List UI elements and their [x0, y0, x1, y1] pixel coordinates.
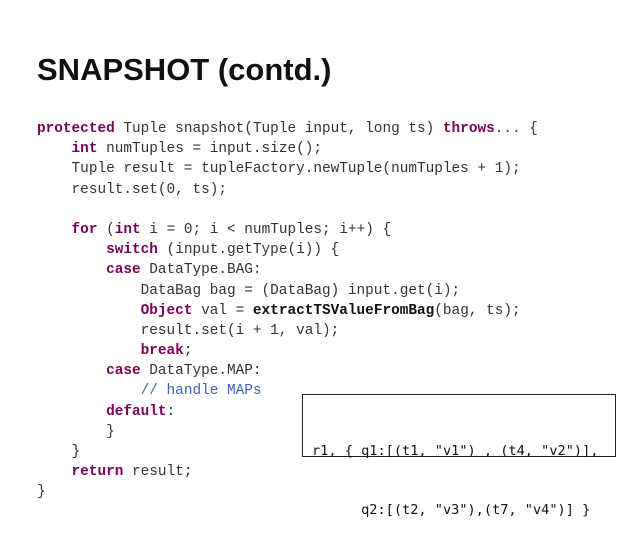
code-token [37, 303, 141, 319]
code-line: result.set(i + 1, val); [37, 321, 538, 341]
slide-title: SNAPSHOT (contd.) [37, 52, 332, 87]
code-token: numTuples = input.size(); [97, 141, 322, 158]
code-line: int numTuples = input.size(); [37, 139, 538, 159]
code-token: protected [37, 121, 115, 137]
code-block: protected Tuple snapshot(Tuple input, lo… [37, 119, 538, 503]
code-line: case DataType.MAP: [37, 361, 538, 381]
code-token: (input.getType(i)) { [157, 242, 340, 259]
code-token: DataType.MAP: [140, 363, 262, 380]
code-token: result.set(i + 1, val); [37, 322, 340, 339]
code-token: Object [140, 302, 193, 319]
code-token: result; [123, 464, 193, 481]
code-token: break [140, 343, 184, 360]
code-token: Tuple snapshot(Tuple input, long ts) [114, 121, 443, 137]
code-token: result.set(0, ts); [37, 181, 227, 198]
code-line: switch (input.getType(i)) { [37, 240, 538, 260]
code-line: return result; [37, 462, 538, 482]
code-line: } [37, 442, 538, 462]
code-token: val = [192, 302, 253, 319]
code-line: Tuple result = tupleFactory.newTuple(num… [37, 159, 538, 179]
code-line: default: [37, 402, 538, 422]
code-line: } [37, 422, 538, 442]
code-token: return [71, 464, 124, 481]
code-token: // handle MAPs [140, 383, 262, 400]
code-token [37, 262, 106, 278]
code-token: extractTSValueFromBag [252, 302, 435, 319]
code-token: DataBag bag = (DataBag) input.get(i); [37, 282, 461, 299]
code-line: result.set(0, ts); [37, 180, 538, 200]
code-line: Object val = extractTSValueFromBag(bag, … [37, 301, 538, 321]
code-token [37, 242, 106, 258]
code-token: int [71, 141, 98, 158]
code-line: for (int i = 0; i < numTuples; i++) { [37, 220, 538, 240]
code-token [37, 363, 106, 379]
code-line: protected Tuple snapshot(Tuple input, lo… [37, 119, 538, 139]
code-line: break; [37, 341, 538, 361]
code-token [37, 222, 72, 238]
code-token [37, 404, 106, 420]
code-token: ( [97, 221, 115, 238]
code-token: } [37, 484, 46, 501]
code-line: case DataType.BAG: [37, 260, 538, 280]
code-token: DataType.BAG: [140, 262, 262, 279]
code-token: ; [183, 343, 193, 360]
code-token: default [106, 403, 167, 420]
code-token: } [37, 444, 81, 460]
code-token: i = 0; i < numTuples; i++) { [140, 221, 392, 238]
code-token [37, 343, 141, 359]
code-token: switch [106, 242, 158, 259]
code-line: // handle MAPs [37, 381, 538, 401]
code-token: (bag, ts); [434, 302, 521, 319]
code-token: case [106, 363, 141, 380]
code-token: ... { [494, 121, 538, 137]
code-token: for [71, 221, 98, 238]
code-token: case [106, 262, 141, 279]
callout-line-1: r1, { q1:[(t1, "v1") , (t4, "v2")], [312, 443, 599, 459]
code-token: Tuple result = tupleFactory.newTuple(num… [37, 161, 521, 178]
code-token [37, 141, 72, 157]
code-token: : [166, 403, 176, 420]
code-line: DataBag bag = (DataBag) input.get(i); [37, 281, 538, 301]
output-callout-box: r1, { q1:[(t1, "v1") , (t4, "v2")], q2:[… [302, 394, 616, 518]
code-token: } [37, 423, 115, 440]
code-line [37, 200, 538, 220]
code-token: throws [442, 121, 495, 137]
code-token [37, 383, 141, 399]
code-token: int [114, 221, 141, 238]
callout-line-2: q2:[(t2, "v3"),(t7, "v4")] } [312, 501, 591, 518]
